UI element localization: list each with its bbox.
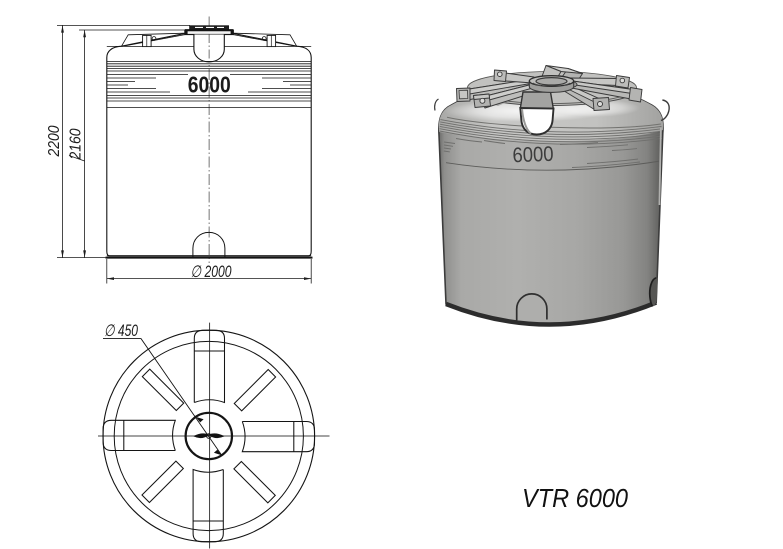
svg-text:∅ 2000: ∅ 2000 xyxy=(191,263,233,281)
svg-text:6000: 6000 xyxy=(512,143,554,167)
svg-text:∅ 450: ∅ 450 xyxy=(104,322,139,340)
svg-text:2160: 2160 xyxy=(68,128,85,160)
svg-text:VTR 6000: VTR 6000 xyxy=(522,485,628,513)
svg-text:6000: 6000 xyxy=(188,72,231,98)
svg-text:2200: 2200 xyxy=(46,125,63,157)
